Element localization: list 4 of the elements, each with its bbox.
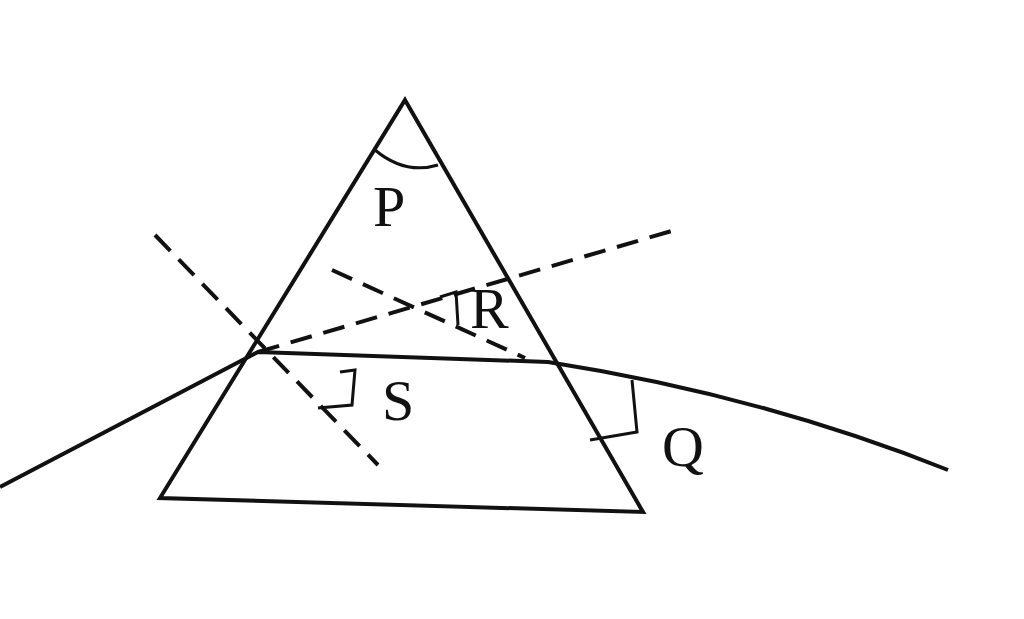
angle-label: P: [373, 178, 406, 236]
angle-label: Q: [662, 418, 704, 476]
angle-label: S: [382, 372, 415, 430]
angle-label: R: [470, 280, 509, 338]
